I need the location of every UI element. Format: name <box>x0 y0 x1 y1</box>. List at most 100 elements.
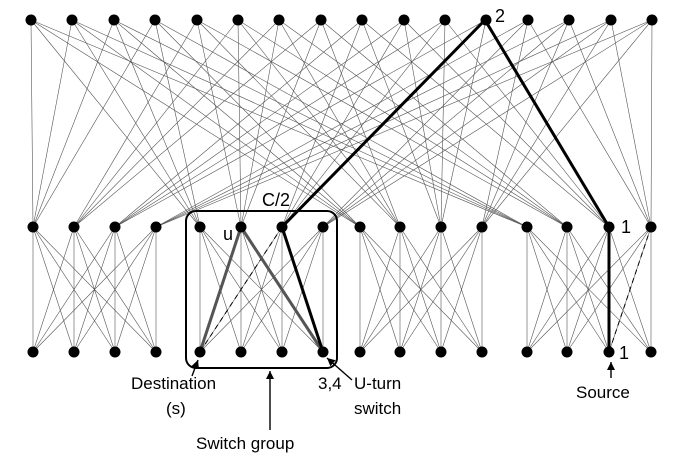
core-link <box>113 19 201 228</box>
switch-group-arrow-head <box>266 371 274 379</box>
top-switch-node <box>646 14 658 26</box>
core-link <box>154 19 361 228</box>
core-link <box>32 19 73 228</box>
label-destination-s: (s) <box>166 399 186 418</box>
label-source: Source <box>576 383 630 402</box>
top-switch-node <box>480 14 492 26</box>
edge-link <box>566 226 610 353</box>
top-switch-node <box>273 14 285 26</box>
core-link <box>32 19 115 228</box>
mid-switch-node <box>27 221 39 233</box>
bottom-switch-node <box>354 346 366 358</box>
core-link <box>154 19 201 228</box>
label-three-four: 3,4 <box>318 374 342 393</box>
mid-switch-node <box>394 221 406 233</box>
core-link <box>73 19 198 228</box>
core-link <box>281 19 363 228</box>
core-link <box>322 19 653 228</box>
core-link <box>71 19 201 228</box>
dashed-link-source <box>608 226 652 353</box>
edge-link <box>526 226 610 353</box>
core-link <box>278 19 568 228</box>
core-link <box>114 19 446 228</box>
bottom-switch-node <box>27 346 39 358</box>
top-switch-node <box>108 14 120 26</box>
label-destination: Destination <box>131 374 216 393</box>
mid-switch-node <box>561 221 573 233</box>
mid-switch-node <box>317 221 329 233</box>
top-switch-node <box>25 14 37 26</box>
top-switch-node <box>356 14 368 26</box>
top-switch-node <box>563 14 575 26</box>
mid-switch-node <box>476 221 488 233</box>
source-arrow-head <box>607 362 615 370</box>
dashed-link-layer <box>199 226 652 353</box>
core-link <box>278 19 401 228</box>
bottom-switch-node <box>603 346 615 358</box>
core-link <box>114 19 363 228</box>
edge-link <box>399 226 483 353</box>
core-link <box>361 19 610 228</box>
core-link <box>196 19 401 228</box>
core-link <box>444 19 610 228</box>
label-uturn-line1: U-turn <box>354 374 401 393</box>
core-link <box>30 19 201 228</box>
mid-switch-node <box>354 221 366 233</box>
core-link <box>71 19 528 228</box>
bottom-switch-node <box>476 346 488 358</box>
core-link <box>320 19 401 228</box>
node-layer <box>25 14 658 358</box>
edge-link <box>114 226 157 353</box>
core-link <box>568 19 652 228</box>
core-link <box>440 19 446 228</box>
mid-switch-node <box>521 221 533 233</box>
core-link <box>361 19 442 228</box>
core-link <box>73 19 280 228</box>
group-box-layer <box>185 210 338 369</box>
destination-arrow-head <box>191 360 199 369</box>
label-uturn-line2: switch <box>354 399 401 418</box>
bottom-switch-node <box>561 346 573 358</box>
label-source-node-1: 1 <box>619 343 629 363</box>
edge-link <box>32 226 157 353</box>
edge-link <box>32 226 116 353</box>
bottom-switch-node <box>68 346 80 358</box>
bottom-switch-node <box>276 346 288 358</box>
label-c-half: C/2 <box>262 190 290 210</box>
core-link <box>154 19 528 228</box>
edge-link <box>440 226 483 353</box>
core-link <box>440 19 487 228</box>
mid-switch-node <box>276 221 288 233</box>
core-link <box>155 19 653 228</box>
core-link <box>32 19 156 228</box>
top-switch-node <box>191 14 203 26</box>
mid-switch-node <box>645 221 657 233</box>
label-top-node-2: 2 <box>495 6 505 26</box>
core-link <box>240 19 322 228</box>
core-link <box>73 19 322 228</box>
core-link <box>237 19 242 228</box>
core-link <box>113 19 361 228</box>
bottom-switch-node <box>645 346 657 358</box>
edge-link <box>359 226 483 353</box>
top-switch-node <box>149 14 161 26</box>
edge-link <box>359 226 442 353</box>
bottom-switch-node <box>435 346 447 358</box>
core-link <box>114 19 487 228</box>
core-link <box>113 19 528 228</box>
top-switch-node <box>605 14 617 26</box>
edge-link <box>526 226 652 353</box>
label-mid-node-1: 1 <box>621 217 631 237</box>
core-link <box>481 19 529 228</box>
top-switch-node <box>232 14 244 26</box>
core-link <box>196 19 242 228</box>
bottom-switch-node <box>150 346 162 358</box>
core-link <box>114 19 405 228</box>
core-link <box>155 19 570 228</box>
bottom-switch-node <box>235 346 247 358</box>
core-link <box>237 19 568 228</box>
core-link <box>650 19 653 228</box>
mid-switch-node <box>194 221 206 233</box>
mid-switch-node <box>603 221 615 233</box>
label-u-switch: u <box>223 224 233 244</box>
